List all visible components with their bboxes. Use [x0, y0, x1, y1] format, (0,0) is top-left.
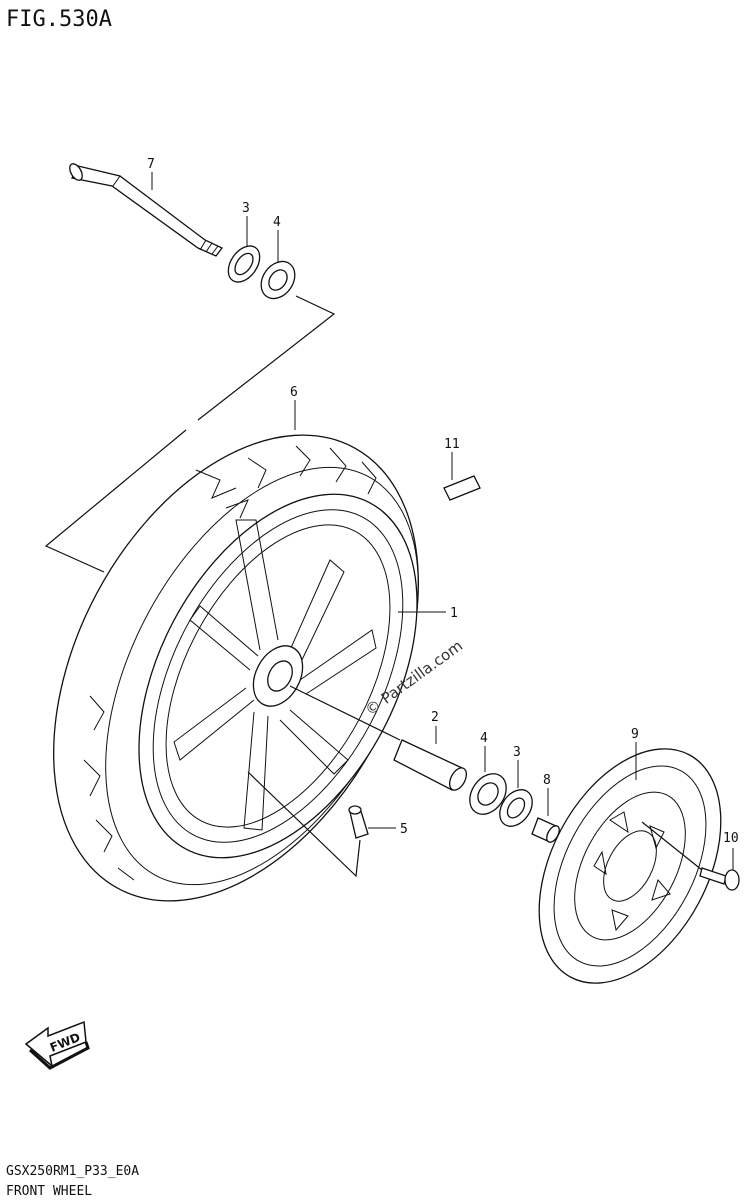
callout-4-upper[interactable]: 4 [273, 215, 281, 230]
oil-seal-part-lower[interactable] [493, 784, 539, 833]
callout-8[interactable]: 8 [543, 773, 551, 788]
assembly-guide-line-hub [289, 685, 401, 741]
callout-5[interactable]: 5 [400, 822, 408, 837]
balance-weight-part[interactable] [443, 475, 481, 501]
brake-disc-part[interactable] [502, 718, 744, 1014]
callout-9[interactable]: 9 [631, 727, 639, 742]
bearing-part-upper[interactable] [254, 255, 302, 305]
bearing-part-lower[interactable] [462, 767, 513, 821]
disc-bolt-part[interactable] [699, 867, 740, 891]
figure-subtitle: FRONT WHEEL [6, 1184, 92, 1199]
callout-7[interactable]: 7 [147, 157, 155, 172]
callout-3-lower[interactable]: 3 [513, 745, 521, 760]
axle-part[interactable] [67, 162, 223, 257]
figure-code: GSX250RM1_P33_E0A [6, 1164, 139, 1179]
callout-2[interactable]: 2 [431, 710, 439, 725]
assembly-guide-line-left [44, 429, 187, 573]
callout-1[interactable]: 1 [450, 606, 458, 621]
oil-seal-part-upper[interactable] [222, 240, 266, 288]
valve-guide-line [247, 771, 361, 878]
valve-part[interactable] [348, 805, 369, 839]
fwd-arrow-icon: FWD [24, 1020, 90, 1070]
wheel-part[interactable] [82, 448, 474, 905]
callout-3-upper[interactable]: 3 [242, 201, 250, 216]
callout-4-lower[interactable]: 4 [480, 731, 488, 746]
callout-6[interactable]: 6 [290, 385, 298, 400]
callout-11[interactable]: 11 [444, 437, 460, 452]
figure-title: FIG.530A [6, 7, 112, 32]
callout-10[interactable]: 10 [723, 831, 739, 846]
assembly-guide-line-upper [197, 295, 336, 421]
spacer-part[interactable] [393, 739, 470, 793]
bolt-guide-line [641, 821, 703, 871]
